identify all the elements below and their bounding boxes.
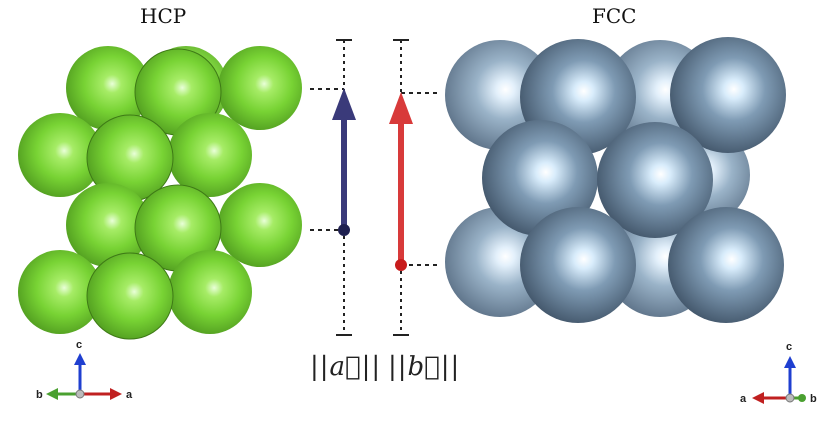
hcp-atom: [18, 113, 102, 197]
axes-triad-left: c b a: [36, 339, 133, 401]
hcp-atom: [66, 183, 150, 267]
hcp-atom: [86, 252, 174, 340]
hcp-atom: [168, 250, 252, 334]
axis-label-c: c: [786, 341, 792, 353]
hcp-structure: [18, 46, 302, 340]
axes-triad-right: c a b: [740, 341, 817, 405]
fcc-atom: [520, 207, 636, 323]
hcp-atom: [18, 250, 102, 334]
fcc-structure: [445, 37, 786, 323]
hcp-atom: [66, 46, 150, 130]
hcp-atom: [218, 46, 302, 130]
norm-label-b: ||b⃗||: [388, 352, 461, 382]
fcc-atom: [668, 207, 784, 323]
norm-label-a: ||a⃗||: [310, 352, 382, 382]
fcc-atom: [482, 120, 598, 236]
vector-a: [310, 39, 356, 336]
axis-label-a: a: [740, 393, 747, 405]
fcc-atom: [597, 122, 713, 238]
axis-label-b: b: [36, 389, 43, 401]
axis-label-a: a: [126, 389, 133, 401]
fcc-atom: [670, 37, 786, 153]
hcp-atom: [218, 183, 302, 267]
hcp-atom: [168, 113, 252, 197]
axis-label-c: c: [76, 339, 82, 351]
axis-label-b: b: [810, 393, 817, 405]
title-fcc: FCC: [592, 4, 637, 28]
vector-b: [389, 39, 440, 336]
title-hcp: HCP: [140, 4, 187, 28]
